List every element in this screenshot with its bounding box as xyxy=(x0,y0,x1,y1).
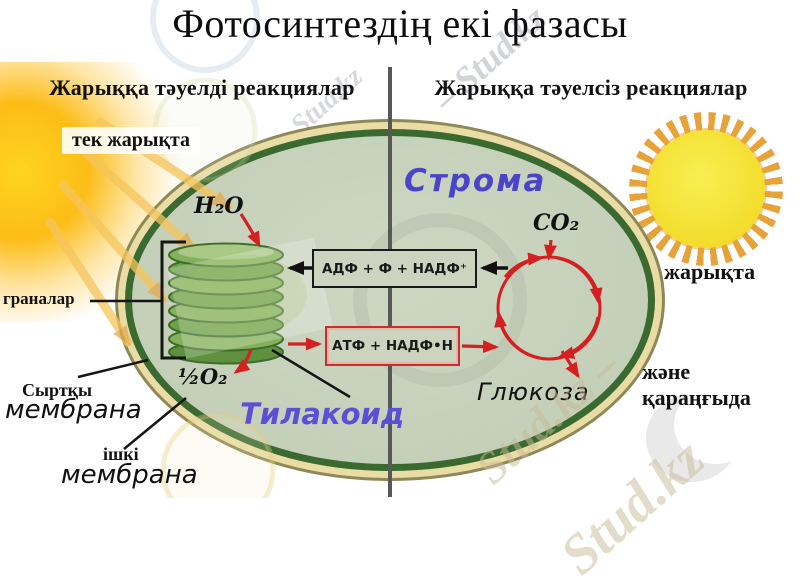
inner-membrane-label-line2: мембрана xyxy=(61,460,198,490)
sun-core xyxy=(647,130,765,248)
thylakoid-label: Тилакоид xyxy=(240,397,405,431)
glucose-label: Глюкоза xyxy=(477,378,590,406)
outer-membrane-label-line2: мембрана xyxy=(5,395,142,425)
condition-dark-label: және қараңғыда xyxy=(642,359,751,410)
outer-membrane-label-line1: Сыртқы xyxy=(22,380,93,400)
condition-light-label: жарықта xyxy=(664,259,756,284)
oxygen-label: ½O₂ xyxy=(178,364,228,389)
condition-only-light-label: тек жарықта xyxy=(62,127,201,154)
atp-formula-box: АТФ + НАДФ•Н xyxy=(325,326,460,366)
sun-icon-right xyxy=(629,112,783,266)
water-label: H₂O xyxy=(194,193,244,219)
stroma-label: Строма xyxy=(404,163,547,199)
moon-crescent-cut xyxy=(674,386,758,464)
grana-label: граналар xyxy=(3,289,75,308)
right-phase-heading: Жарыққа тәуелсіз реакциялар xyxy=(434,75,748,100)
left-phase-heading: Жарыққа тәуелді реакциялар xyxy=(49,75,355,100)
adp-formula-box: АДФ + Ф + НАДФ⁺ xyxy=(312,249,477,288)
co2-label: CO₂ xyxy=(533,210,580,236)
photosynthesis-diagram-page: { "title": "Фотосинтездің екі фазасы", "… xyxy=(0,0,783,587)
page-title: Фотосинтездің екі фазасы xyxy=(172,1,628,46)
